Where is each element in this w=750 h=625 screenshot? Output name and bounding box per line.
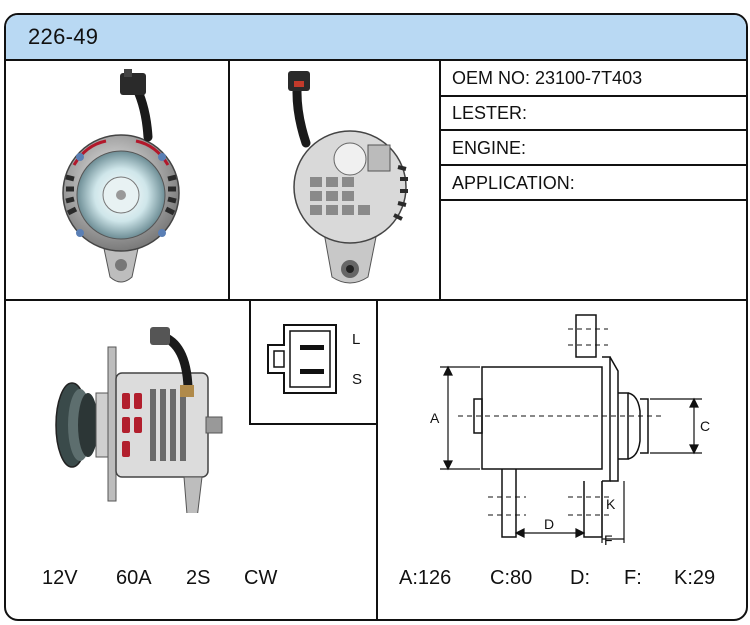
alternator-side-photo (55, 327, 223, 513)
divider (439, 59, 441, 301)
dim-d-value: D: (570, 567, 590, 589)
divider (249, 301, 251, 425)
alternator-rear-photo (288, 71, 408, 284)
dim-k-label: K (606, 496, 616, 512)
terminal-l-label: L (352, 331, 361, 348)
terminal-s-label: S (352, 371, 363, 388)
application-field: APPLICATION: (452, 173, 575, 193)
connector-diagram (267, 324, 337, 394)
dim-f-value: F: (624, 567, 642, 589)
dim-a-value: A:126 (399, 567, 452, 589)
part-number: 226-49 (28, 24, 99, 49)
dim-d-label: D (544, 516, 554, 532)
spec-sheet: 226-49 OEM NO: 23100-7T403 LESTER: ENGIN… (4, 13, 748, 621)
dim-f-label: F (604, 532, 613, 547)
oem-number: OEM NO: 23100-7T403 (452, 68, 643, 88)
spec-amperage: 60A (116, 567, 152, 589)
divider (441, 95, 746, 97)
divider (228, 59, 230, 301)
divider (441, 164, 746, 166)
dimension-drawing: A C D K F (430, 314, 710, 547)
dim-c-label: C (700, 418, 710, 434)
spec-rotation: CW (244, 567, 278, 589)
dim-c-value: C:80 (490, 567, 533, 589)
divider (441, 129, 746, 131)
divider (441, 199, 746, 201)
dim-a-label: A (430, 410, 440, 426)
divider (376, 301, 378, 619)
divider (249, 423, 378, 425)
spec-voltage: 12V (42, 567, 78, 589)
spec-pulley: 2S (186, 567, 211, 589)
lester-field: LESTER: (452, 103, 528, 123)
title-bar: 226-49 (6, 15, 746, 61)
dim-k-value: K:29 (674, 567, 716, 589)
engine-field: ENGINE: (452, 138, 527, 158)
alternator-front-photo (62, 69, 180, 283)
divider (6, 299, 746, 301)
